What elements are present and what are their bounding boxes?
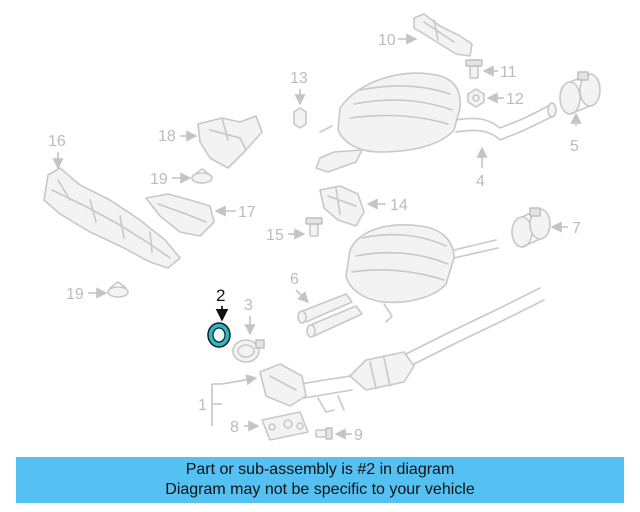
callout-9: 9 [334,427,363,444]
callout-6: 6 [290,271,309,303]
svg-text:1: 1 [198,397,207,414]
svg-text:19: 19 [66,286,84,303]
callout-8: 8 [230,419,260,436]
callout-19-lower: 19 [66,286,108,303]
part-3-clamp [232,339,265,363]
part-7-clamp [511,207,551,248]
part-9-bolt [315,427,333,440]
part-14-bracket [319,185,365,227]
callout-3: 3 [244,297,256,336]
part-12-nut [467,88,485,108]
svg-text:7: 7 [572,220,581,237]
callout-5: 5 [570,112,582,155]
svg-text:9: 9 [354,427,363,444]
part-8-gasket [261,411,309,441]
part-4-rear-muffler [315,72,557,173]
callout-7: 7 [550,220,581,237]
svg-text:14: 14 [390,197,408,214]
callout-17: 17 [214,204,256,221]
svg-text:18: 18 [158,128,176,145]
svg-text:6: 6 [290,271,299,288]
callout-19-upper: 19 [150,171,192,188]
callout-4: 4 [476,146,488,190]
callout-12: 12 [486,91,524,108]
part-18-bracket [197,115,263,169]
callout-15: 15 [266,227,306,244]
part-19-clip-lower [107,281,129,298]
callout-2: 2 [215,286,229,322]
callout-13: 13 [290,70,308,106]
callout-14: 14 [366,197,408,214]
banner-line-1: Part or sub-assembly is #2 in diagram [185,461,455,478]
part-16-heat-shield [43,167,181,269]
svg-text:10: 10 [378,32,396,49]
callout-18: 18 [158,128,198,145]
part-10-hanger-bracket [413,13,473,57]
part-11-bolt [465,59,483,79]
callout-10: 10 [378,32,418,49]
svg-text:3: 3 [244,297,253,314]
svg-text:4: 4 [476,173,485,190]
part-13-rubber-mount [293,107,307,129]
svg-text:19: 19 [150,171,168,188]
svg-text:15: 15 [266,227,284,244]
info-banner: Part or sub-assembly is #2 in diagram Di… [16,457,624,503]
part-15-bolt [305,217,323,237]
callout-1: 1 [198,374,258,426]
svg-text:11: 11 [500,64,517,81]
svg-text:17: 17 [238,204,256,221]
part-5-clamp [559,71,601,115]
part-1-catalytic-converter [259,287,545,413]
svg-text:12: 12 [506,91,524,108]
exhaust-parts-diagram: 16 19 18 19 17 10 [43,13,601,444]
part-6-muffler-tailpipes [297,224,499,338]
callout-16: 16 [48,133,66,170]
svg-text:5: 5 [570,138,579,155]
part-2-gasket-ring[interactable] [207,322,231,348]
svg-text:8: 8 [230,419,239,436]
svg-text:13: 13 [290,70,308,87]
svg-text:2: 2 [216,286,225,305]
part-19-clip-upper [191,168,213,184]
banner-line-2: Diagram may not be specific to your vehi… [165,481,475,498]
callout-11: 11 [482,64,517,81]
svg-text:16: 16 [48,133,66,150]
part-17-heat-shield [145,193,215,237]
